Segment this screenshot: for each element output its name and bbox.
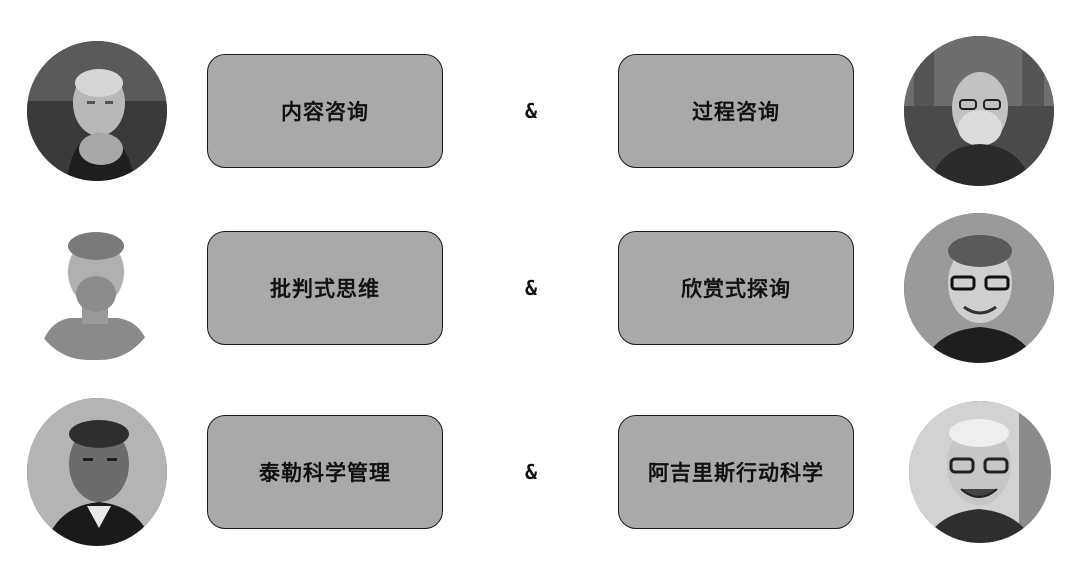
- box-taylor-scientific-management: 泰勒科学管理: [207, 415, 443, 529]
- box-process-consulting: 过程咨询: [618, 54, 854, 168]
- vintage-man-portrait-icon: [27, 398, 167, 546]
- portrait-right-3: [909, 401, 1051, 543]
- classical-bust-icon: [30, 222, 158, 360]
- portrait-left-2: [30, 222, 158, 360]
- ampersand-3: &: [524, 460, 538, 484]
- ampersand-2: &: [524, 276, 538, 300]
- portrait-right-1: [904, 36, 1054, 186]
- box-argyris-action-science: 阿吉里斯行动科学: [618, 415, 854, 529]
- box-critical-thinking: 批判式思维: [207, 231, 443, 345]
- smiling-man-portrait-icon: [904, 213, 1054, 363]
- portrait-right-2: [904, 213, 1054, 363]
- elderly-man-portrait-icon: [27, 41, 167, 181]
- portrait-left-3: [27, 398, 167, 546]
- box-content-consulting: 内容咨询: [207, 54, 443, 168]
- elderly-smiling-man-portrait-icon: [909, 401, 1051, 543]
- box-appreciative-inquiry: 欣赏式探询: [618, 231, 854, 345]
- portrait-left-1: [27, 41, 167, 181]
- ampersand-1: &: [524, 99, 538, 123]
- bearded-man-portrait-icon: [904, 36, 1054, 186]
